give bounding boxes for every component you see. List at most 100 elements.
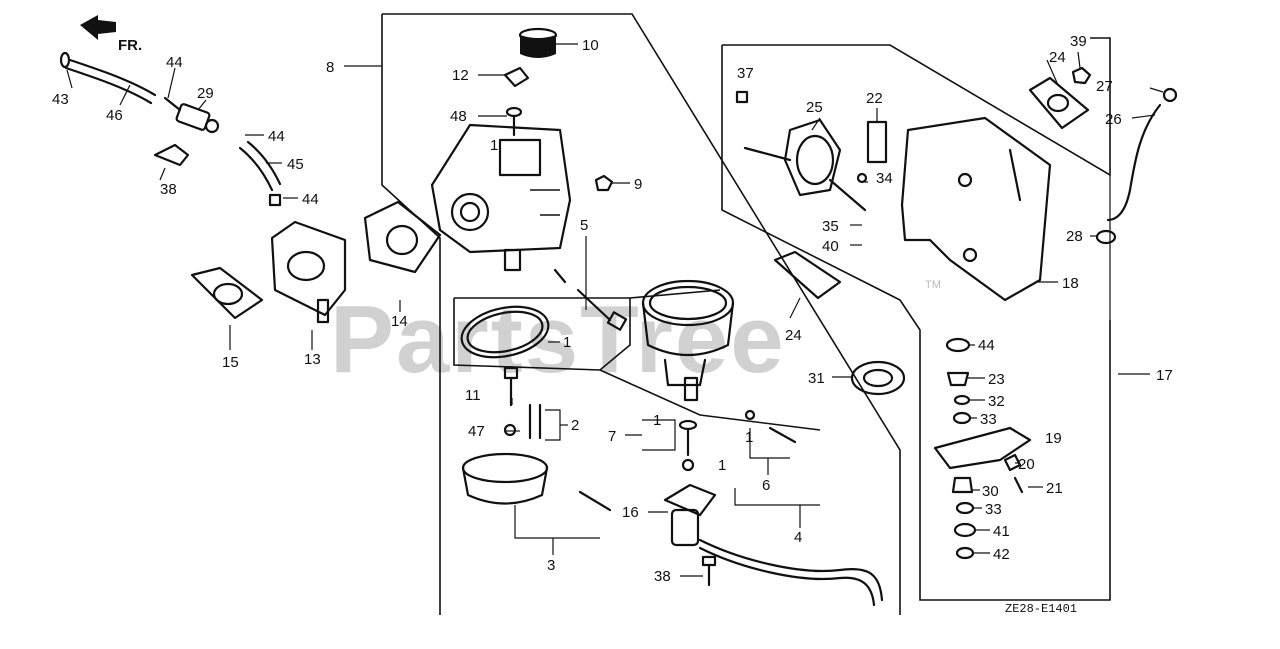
callout-31: 31 [808, 370, 825, 387]
callout-33-upper: 33 [980, 411, 997, 428]
callout-4: 4 [794, 529, 802, 546]
washer-33a [952, 411, 972, 425]
callout-27: 27 [1096, 78, 1113, 95]
callout-19: 19 [1045, 430, 1062, 447]
front-direction-arrow: FR. [80, 15, 142, 54]
callout-30: 30 [982, 483, 999, 500]
pin-21 [1013, 476, 1024, 494]
callout-3: 3 [547, 557, 555, 574]
callout-29: 29 [197, 85, 214, 102]
callout-32: 32 [988, 393, 1005, 410]
callout-5: 5 [580, 217, 588, 234]
callout-12: 12 [452, 67, 469, 84]
callout-1a: 1 [563, 334, 571, 351]
part-37 [735, 90, 749, 104]
fuel-line-46 [59, 51, 157, 105]
callout-44-mid: 44 [268, 128, 285, 145]
bolt-23 [946, 371, 970, 387]
callout-28: 28 [1066, 228, 1083, 245]
lever-19 [933, 426, 1032, 470]
solenoid-16 [663, 483, 884, 607]
watermark-text: PartsTree [330, 286, 786, 393]
callout-17: 17 [1156, 367, 1173, 384]
screw-48 [505, 106, 523, 137]
callout-18: 18 [1062, 275, 1079, 292]
direction-label: FR. [118, 37, 142, 54]
callout-48: 48 [450, 108, 467, 125]
callout-20: 20 [1018, 456, 1035, 473]
callout-33-lower: 33 [985, 501, 1002, 518]
callout-41: 40 [822, 238, 839, 255]
callout-47: 47 [468, 423, 485, 440]
drain-part-3 [461, 452, 612, 512]
washer-43 [945, 337, 971, 353]
spring-26 [1106, 103, 1162, 222]
bolt-11 [503, 366, 519, 437]
jet-7 [678, 419, 698, 472]
fuel-valve-29 [153, 96, 220, 167]
callout-2: 2 [571, 417, 579, 434]
screws-2 [528, 403, 542, 440]
air-cleaner-sub-frame [453, 289, 821, 431]
callout-38-left: 38 [160, 181, 177, 198]
callout-11: 11 [465, 387, 481, 404]
callout-21: 21 [1046, 480, 1063, 497]
nut-28 [1095, 229, 1117, 245]
screws-6 [744, 409, 797, 444]
callout-13: 13 [304, 351, 321, 368]
leader-lines [66, 43, 1164, 577]
nut-27 [1162, 87, 1178, 103]
gasket-24-right [773, 250, 842, 300]
drawing-code: ZE28-E1401 [1005, 602, 1077, 616]
callout-44-upper: 44 [166, 54, 183, 71]
callout-34: 34 [876, 170, 893, 187]
screws-5 [553, 268, 628, 331]
gasket-24-top [1028, 76, 1090, 130]
governor-plate-18 [900, 116, 1052, 302]
callout-15: 15 [222, 354, 239, 371]
nut-30 [951, 476, 974, 494]
nut-39 [1071, 66, 1092, 85]
callout-24-top: 24 [1049, 49, 1066, 66]
gear-31 [850, 360, 906, 396]
callout-6: 6 [762, 477, 770, 494]
vacuum-unit-25 [743, 118, 867, 212]
cap-10 [518, 27, 558, 58]
nut-9 [594, 174, 614, 192]
washer-33b [955, 501, 975, 515]
callout-16: 16 [622, 504, 639, 521]
callout-35: 35 [822, 218, 839, 235]
callout-46: 46 [106, 107, 123, 124]
float-chamber [641, 279, 735, 402]
callout-38-bottom: 38 [654, 568, 671, 585]
callout-26: 26 [1105, 111, 1122, 128]
callout-8: 8 [326, 59, 334, 76]
insulator-13 [270, 220, 347, 324]
gasket-14 [363, 200, 442, 274]
callout-40: 41 [993, 523, 1010, 540]
governor-group-frame [721, 37, 1111, 601]
nut-20 [1003, 453, 1022, 472]
washer-42 [955, 546, 975, 560]
callout-42: 42 [993, 546, 1010, 563]
fuel-line-45 [238, 140, 282, 207]
bolt-38-bottom [701, 555, 717, 587]
gasket-15 [190, 266, 264, 320]
washer-40 [953, 522, 977, 538]
part-12 [503, 66, 530, 88]
callout-14: 14 [391, 313, 408, 330]
callout-23: 23 [988, 371, 1005, 388]
callout-43: 44 [978, 337, 995, 354]
callout-1d: 1 [745, 429, 753, 446]
callout-1c: 1 [718, 457, 726, 474]
callout-37: 37 [737, 65, 754, 82]
callout-24-mid: 24 [785, 327, 802, 344]
callout-22: 22 [866, 90, 883, 107]
callout-45: 45 [287, 156, 304, 173]
callout-39: 39 [1070, 33, 1087, 50]
callout-25: 25 [806, 99, 823, 116]
callout-44-left: 43 [52, 91, 69, 108]
callout-9: 9 [634, 176, 642, 193]
callout-10: 10 [582, 37, 599, 54]
